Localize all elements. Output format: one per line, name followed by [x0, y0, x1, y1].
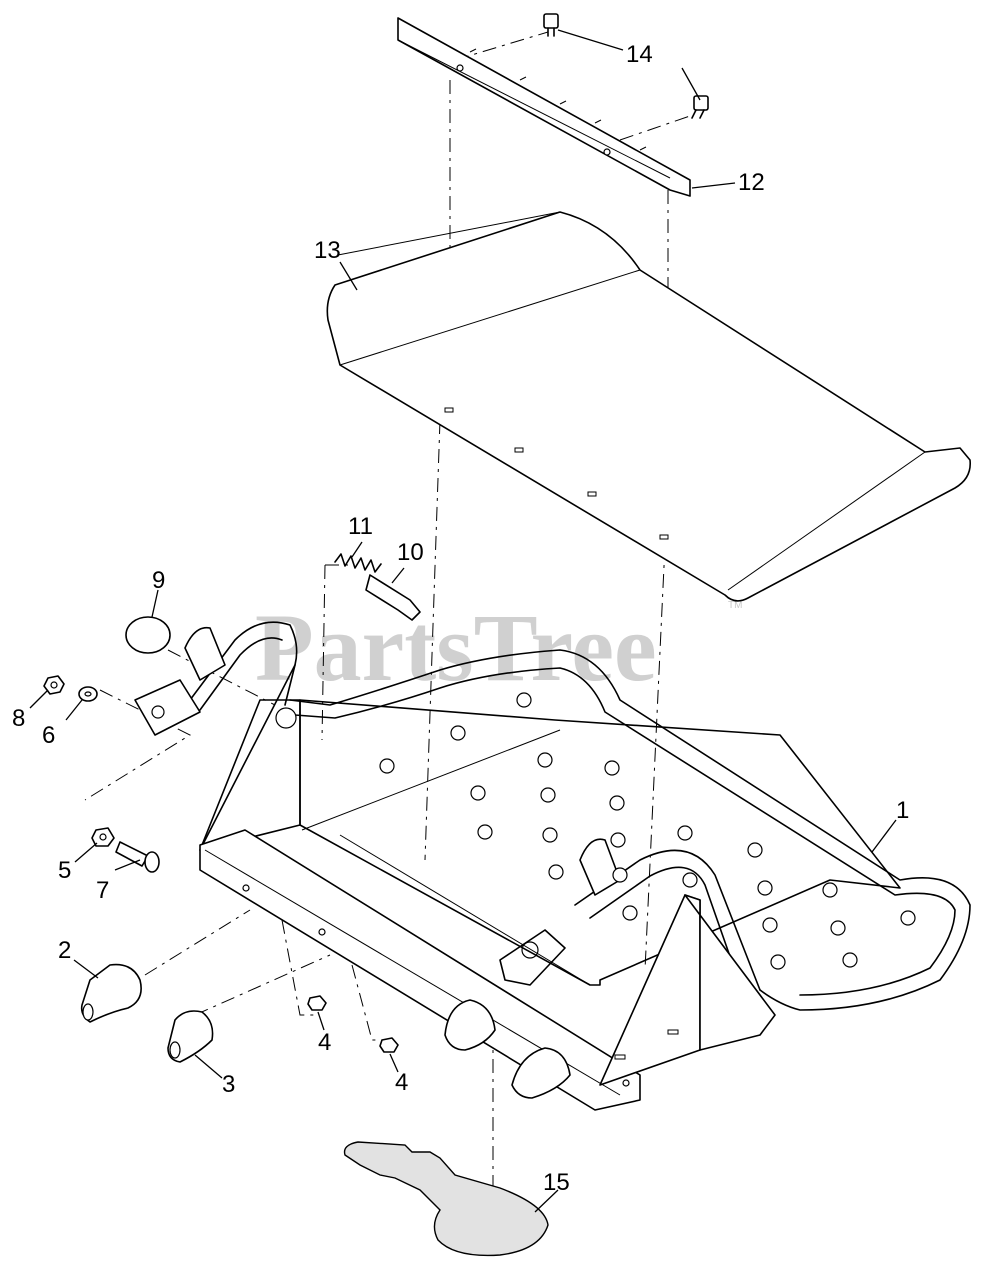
- callout-3: 3: [222, 1071, 235, 1098]
- watermark: PartsTree: [255, 594, 657, 701]
- callout-5: 5: [58, 857, 71, 884]
- floor-holes: [379, 692, 916, 970]
- part-12-bracket: [397, 17, 691, 197]
- callout-4a: 4: [318, 1029, 331, 1056]
- callout-7: 7: [96, 877, 109, 904]
- callout-6: 6: [42, 722, 55, 749]
- callout-10: 10: [397, 539, 424, 566]
- part-5-nut: [91, 827, 115, 847]
- part-14-bolts: [543, 13, 709, 119]
- part-3-bumper: [167, 1010, 214, 1063]
- callout-9: 9: [152, 567, 165, 594]
- part-6-washer: [78, 686, 98, 702]
- callout-2: 2: [58, 937, 71, 964]
- callout-1: 1: [896, 797, 909, 824]
- frame-bumpers: [444, 999, 571, 1099]
- part-10-pin: [365, 574, 421, 621]
- callout-13: 13: [314, 237, 341, 264]
- part-1-frame: [134, 621, 971, 1111]
- part-11-spring: [334, 553, 382, 573]
- callout-12: 12: [738, 169, 765, 196]
- part-8-nut: [43, 675, 65, 695]
- part-4-nuts: [307, 995, 399, 1053]
- part-15-decal: [343, 1141, 549, 1257]
- callout-4b: 4: [395, 1069, 408, 1096]
- callout-8: 8: [12, 705, 25, 732]
- part-2-bumper: [80, 963, 142, 1023]
- leader-lines: [29, 29, 897, 1213]
- callout-labels: 14 12 13 11 10 9 8 6 5 7 1 2 3 4 4 15: [12, 41, 909, 1196]
- callout-15: 15: [543, 1169, 570, 1196]
- watermark-trademark: TM: [728, 600, 742, 611]
- callout-11: 11: [348, 513, 373, 540]
- part-13-tray: [326, 211, 972, 602]
- callout-14: 14: [626, 41, 653, 68]
- part-9-knob: [125, 616, 171, 654]
